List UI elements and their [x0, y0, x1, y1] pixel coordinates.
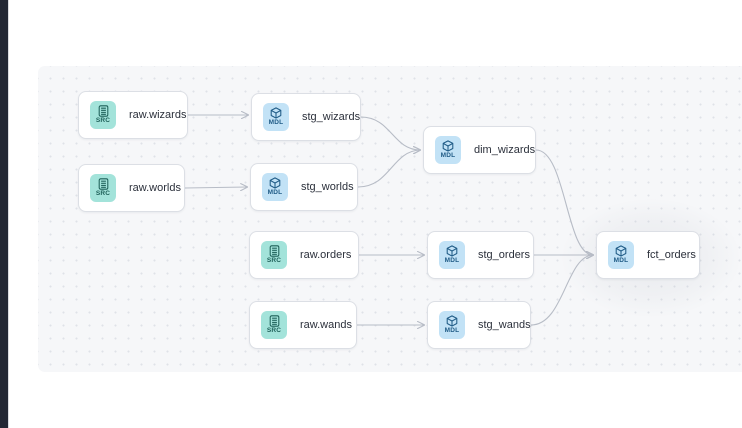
lineage-node-stg-orders[interactable]: MDL stg_orders: [427, 231, 534, 279]
node-label: dim_wizards: [474, 144, 536, 156]
cube-icon: MDL: [262, 173, 288, 201]
database-icon: SRC: [90, 101, 116, 129]
cube-icon: MDL: [263, 103, 289, 131]
lineage-node-dim-wizards[interactable]: MDL dim_wizards: [423, 126, 536, 174]
edge-dim-wizards-fct-orders: [535, 149, 593, 255]
lineage-node-fct-orders[interactable]: MDL fct_orders: [596, 231, 700, 279]
node-label: stg_orders: [478, 249, 530, 261]
badge-type-label: MDL: [444, 257, 460, 264]
edge-stg-wands-fct-orders: [530, 255, 593, 326]
database-icon: SRC: [90, 174, 116, 202]
badge-type-label: MDL: [444, 327, 460, 334]
badge-type-label: SRC: [266, 257, 282, 264]
badge-type-label: MDL: [267, 189, 283, 196]
lineage-node-raw-orders[interactable]: SRC raw.orders: [249, 231, 359, 279]
lineage-edges: [184, 66, 742, 372]
cube-icon: MDL: [608, 241, 634, 269]
cube-icon: MDL: [439, 311, 465, 339]
node-label: raw.wands: [300, 319, 352, 331]
left-nav-rail[interactable]: [0, 0, 8, 428]
lineage-node-raw-wizards[interactable]: SRC raw.wizards: [78, 91, 188, 139]
node-label: raw.orders: [300, 249, 352, 261]
badge-type-label: MDL: [613, 257, 629, 264]
node-label: stg_worlds: [301, 181, 354, 193]
lineage-node-stg-wizards[interactable]: MDL stg_wizards: [251, 93, 361, 141]
left-rail-divider: [8, 0, 9, 428]
node-label: stg_wands: [478, 319, 531, 331]
cube-icon: MDL: [435, 136, 461, 164]
badge-type-label: SRC: [95, 190, 111, 197]
lineage-node-stg-wands[interactable]: MDL stg_wands: [427, 301, 531, 349]
edge-stg-worlds-dim-wizards: [357, 150, 420, 188]
lineage-node-raw-worlds[interactable]: SRC raw.worlds: [78, 164, 185, 212]
database-icon: SRC: [261, 241, 287, 269]
lineage-node-stg-worlds[interactable]: MDL stg_worlds: [250, 163, 358, 211]
edge-raw-worlds-stg-worlds: [184, 187, 247, 188]
edge-stg-wizards-dim-wizards: [360, 116, 420, 150]
node-label: raw.wizards: [129, 109, 187, 121]
cube-icon: MDL: [439, 241, 465, 269]
node-label: fct_orders: [647, 249, 696, 261]
badge-type-label: MDL: [268, 119, 284, 126]
node-label: stg_wizards: [302, 111, 361, 123]
database-icon: SRC: [261, 311, 287, 339]
badge-type-label: SRC: [266, 327, 282, 334]
badge-type-label: MDL: [440, 152, 456, 159]
node-label: raw.worlds: [129, 182, 181, 194]
lineage-node-raw-wands[interactable]: SRC raw.wands: [249, 301, 357, 349]
badge-type-label: SRC: [95, 117, 111, 124]
